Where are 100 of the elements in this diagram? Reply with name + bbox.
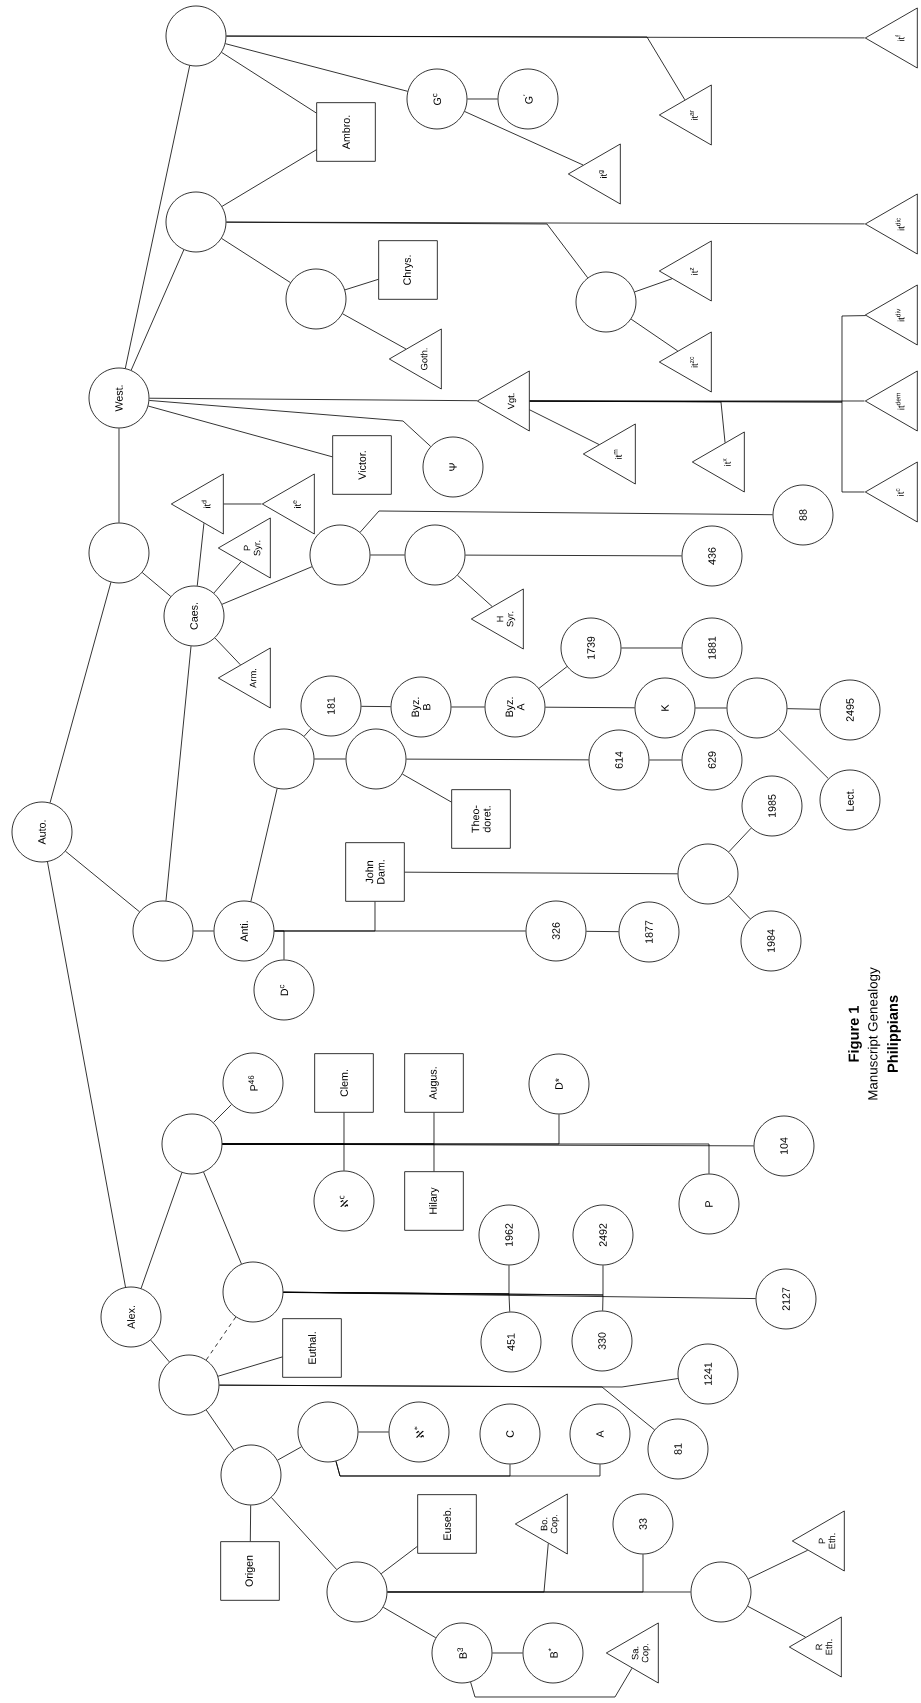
branch-line [342, 313, 407, 350]
branch-line [250, 788, 278, 902]
branch-line [728, 895, 751, 920]
version-triangle: R Eth. [788, 1616, 842, 1678]
branch-line [335, 1460, 601, 1477]
manuscript-circle [404, 524, 466, 586]
manuscript-circle [158, 1354, 220, 1416]
branch-line [283, 1291, 604, 1311]
branch-line [303, 728, 312, 737]
branch-line [621, 647, 682, 649]
version-triangle: it$^{g}$ [567, 143, 621, 205]
figure-title: Figure 1 [848, 1005, 862, 1062]
manuscript-circle [309, 524, 371, 586]
branch-line [226, 221, 589, 279]
manuscript-circle [326, 1561, 388, 1623]
version-triangle: it$^{div}$ [864, 284, 918, 346]
version-triangle: it$^{ar}$ [658, 84, 712, 146]
branch-line [213, 561, 242, 594]
branch-line [586, 930, 619, 933]
branch-line [344, 278, 379, 291]
branch-line [193, 930, 214, 932]
branch-line [271, 1497, 337, 1570]
manuscript-circle [297, 1401, 359, 1463]
branch-line [205, 1409, 235, 1451]
branch-line [630, 318, 679, 352]
branch-line [470, 1667, 633, 1698]
manuscript-circle [220, 1444, 282, 1506]
branch-line [359, 510, 773, 533]
version-triangle: it$^{dic}$ [864, 193, 918, 255]
version-triangle: P Eth. [791, 1510, 845, 1572]
version-triangle: it$^{e}$ [261, 473, 315, 535]
branch-line [538, 666, 568, 689]
version-triangle: P Syr. [217, 517, 271, 579]
version-triangle: it$^{dem}$ [864, 370, 918, 432]
branch-line [249, 1505, 252, 1542]
branch-line [49, 581, 112, 804]
branch-line [140, 1172, 183, 1289]
version-triangle: Goth. [388, 328, 442, 390]
branch-line [380, 1546, 418, 1575]
branch-line [370, 554, 405, 556]
manuscript-circle [726, 677, 788, 739]
branch-line [225, 43, 408, 92]
father-box: Victor. [332, 435, 392, 495]
manuscript-circle [165, 5, 227, 67]
branch-line [529, 400, 865, 493]
branch-line [47, 861, 126, 1288]
manuscript-circle [285, 268, 347, 330]
branch-line [221, 52, 317, 114]
manuscript-circle [161, 1113, 223, 1175]
manuscript-circle [132, 900, 194, 962]
branch-line [358, 1431, 389, 1433]
father-box: Chrys. [378, 240, 438, 300]
branch-line [214, 637, 241, 666]
branch-line [361, 705, 391, 708]
version-triangle: it$^{m}$ [582, 423, 636, 485]
manuscript-circle [690, 1561, 752, 1623]
branch-line [118, 428, 120, 523]
branch-line [226, 35, 686, 101]
branch-line [314, 758, 346, 760]
branch-line [747, 1605, 806, 1638]
branch-line [221, 566, 313, 605]
father-box: John Dam. [345, 842, 405, 902]
version-triangle: it$^{z}$ [658, 240, 712, 302]
branch-line [221, 238, 291, 283]
branch-line [402, 773, 452, 803]
branch-line [221, 149, 317, 207]
father-box: Clem. [314, 1053, 374, 1113]
manuscript-circle [253, 728, 315, 790]
version-triangle: Vgt. [476, 370, 530, 432]
branch-line [165, 645, 192, 902]
version-triangle: it$^{c}$ [864, 461, 918, 523]
branch-line [545, 706, 635, 709]
branch-line [149, 397, 478, 402]
branch-line [728, 827, 752, 853]
version-triangle: it$^{zc}$ [658, 331, 712, 393]
branch-line [222, 1143, 710, 1174]
branch-line [406, 758, 589, 761]
father-box: Origen [220, 1541, 280, 1601]
version-triangle: it$^{f}$ [864, 7, 918, 69]
manuscript-circle [165, 191, 227, 253]
branch-line [124, 65, 191, 369]
branch-line [465, 554, 682, 557]
branch-line [457, 574, 493, 607]
branch-line [274, 901, 376, 932]
father-box: Theo-doret. [451, 789, 511, 849]
branch-line [203, 1171, 242, 1265]
version-triangle: H Syr. [470, 588, 524, 650]
branch-line [65, 850, 140, 913]
figure-title: Philippians [887, 995, 901, 1073]
branch-line [205, 1316, 237, 1361]
branch-line [778, 728, 829, 779]
branch-line [748, 1549, 809, 1580]
version-triangle: it$^{x}$ [691, 431, 745, 493]
branch-line [150, 1339, 170, 1363]
branch-line [787, 708, 820, 710]
manuscript-circle [677, 843, 739, 905]
branch-line [148, 400, 432, 447]
branch-line [492, 1652, 523, 1654]
version-triangle: it$^{d}$ [170, 473, 224, 535]
branch-line [196, 522, 205, 587]
